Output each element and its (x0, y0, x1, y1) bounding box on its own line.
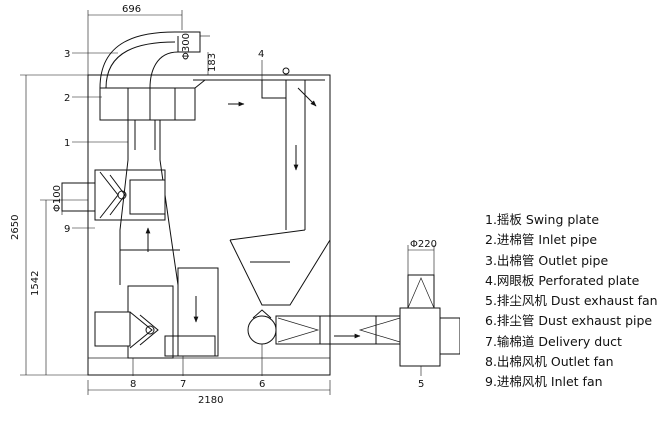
dim-top-width: 696 (122, 4, 141, 15)
dim-gap: 183 (207, 53, 218, 72)
flow-arrows (145, 87, 361, 339)
dim-pipe-dia: Φ300 (181, 33, 192, 60)
legend-item: 3.出棉管 Outlet pipe (485, 252, 609, 268)
dimension-lines (20, 10, 435, 395)
outlet-pipe (99, 31, 201, 89)
legend-item: 9.进棉风机 Inlet fan (485, 374, 603, 390)
dim-fan-dia: Φ220 (410, 239, 437, 250)
legend-item: 8.出棉风机 Outlet fan (485, 354, 614, 370)
inlet-fan (61, 169, 166, 221)
callout-7: 7 (180, 379, 186, 390)
dust-exhaust-pipe (275, 315, 401, 345)
dim-total-width: 2180 (198, 395, 223, 406)
callout-8: 8 (130, 379, 136, 390)
machine-diagram: 696 Φ300 183 2650 1542 Φ100 2180 Φ220 3 … (10, 4, 460, 406)
callout-1: 1 (64, 138, 70, 149)
callout-3: 3 (64, 49, 70, 60)
dust-exhaust-fan (399, 274, 460, 367)
outlet-fan (94, 285, 174, 359)
delivery-duct (164, 267, 219, 357)
legend-item: 4.网眼板 Perforated plate (485, 272, 640, 288)
legend-item: 2.进棉管 Inlet pipe (485, 232, 598, 248)
legend-item: 1.摇板 Swing plate (485, 212, 600, 227)
legend-item: 7.输棉道 Delivery duct (485, 333, 622, 349)
dim-total-height: 2650 (10, 215, 21, 240)
inlet-pipe (99, 79, 206, 121)
legend-item: 5.排尘风机 Dust exhaust fan (485, 293, 658, 309)
dust-hopper (229, 239, 331, 345)
legend-item: 6.排尘管 Dust exhaust pipe (485, 313, 653, 329)
callout-2: 2 (64, 93, 70, 104)
callout-leaders (72, 52, 422, 376)
callout-9: 9 (64, 224, 70, 235)
callout-4: 4 (258, 49, 264, 60)
callout-5: 5 (418, 379, 424, 390)
dim-inlet-fan-dia: Φ100 (52, 185, 63, 212)
dim-lower-height: 1542 (30, 271, 41, 296)
perforated-plate (229, 79, 306, 241)
callout-6: 6 (259, 379, 265, 390)
parts-legend: 1.摇板 Swing plate 2.进棉管 Inlet pipe 3.出棉管 … (485, 210, 658, 393)
